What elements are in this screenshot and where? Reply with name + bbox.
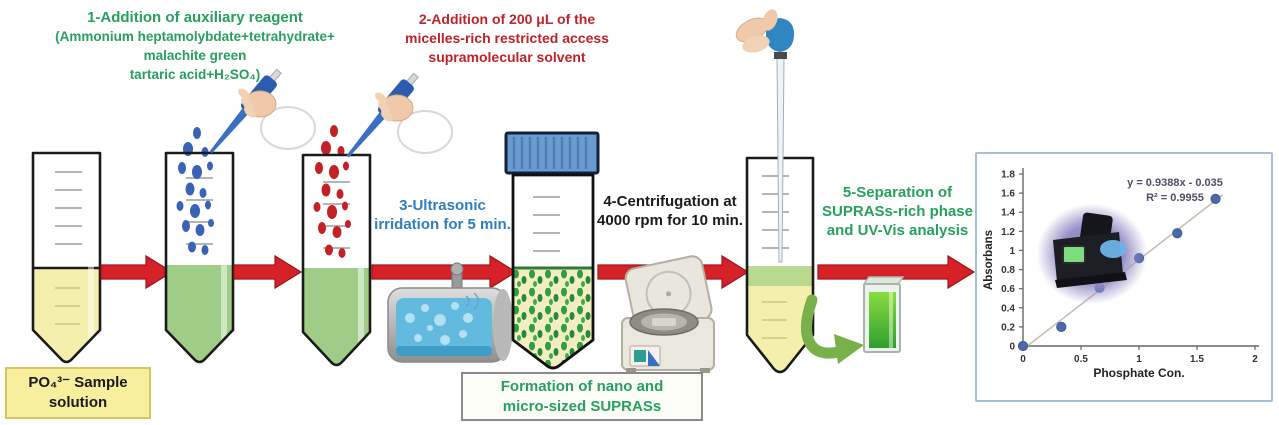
formation-box-line: Formation of nano and: [500, 377, 664, 395]
y-tick-label: 1.8: [1001, 170, 1015, 181]
y-tick-label: 0.2: [1001, 322, 1015, 333]
centrifuge: [621, 255, 715, 373]
data-point: [1017, 340, 1029, 352]
step3-label: 3-Ultrasonic irridation for 5 min.: [365, 196, 520, 234]
y-tick-label: 0: [1009, 342, 1015, 353]
step-label-line: 3-Ultrasonic: [399, 197, 486, 214]
step-label-line: and UV-Vis analysis: [826, 222, 969, 239]
step-label-line: 4-Centrifugation at: [603, 193, 737, 210]
step-label-line: supramolecular solvent: [428, 49, 586, 65]
spectrophotometer-photo: [1035, 202, 1149, 306]
step-label-line: micelles-rich restricted access: [405, 30, 609, 46]
y-tick-label: 0.6: [1001, 284, 1015, 295]
y-axis-label: Absorbans: [983, 229, 995, 291]
red-solvent-drops: [313, 125, 351, 258]
step5-label: 5-Separation of SUPRASs-rich phase and U…: [815, 183, 980, 240]
y-tick-label: 0.4: [1001, 303, 1015, 314]
chart-plot-area: 0 0.5 1 1.5 2 0 0.2 0.4 0.6 0.8 1 1.2 1.4 1.6 1.8: [1001, 168, 1259, 365]
data-point: [1172, 228, 1183, 239]
step-label-line: 5-Separation of: [842, 184, 953, 201]
calibration-chart: 0 0.5 1 1.5 2 0 0.2 0.4 0.6 0.8 1 1.2 1.4 1.6 1.8 y = …: [975, 152, 1273, 402]
flow-arrow-5: [817, 254, 976, 290]
x-tick-label: 1.5: [1190, 354, 1204, 365]
r-squared-text: R² = 0.9955: [1146, 192, 1204, 204]
y-tick-label: 1.6: [1001, 189, 1015, 200]
step-label-line: 4000 rpm for 10 min.: [597, 212, 743, 229]
step-label-line: SUPRASs-rich phase: [822, 203, 973, 220]
ultrasonic-bath: [387, 262, 513, 363]
equation-text: y = 0.9388x - 0.035: [1127, 177, 1223, 189]
data-point: [1210, 193, 1221, 204]
step-label-line: 2-Addition of 200 μL of the: [418, 11, 596, 27]
tube-supras-added: [301, 125, 372, 367]
flow-arrow-2: [233, 254, 303, 290]
step4-label: 4-Centrifugation at 4000 rpm for 10 min.: [590, 192, 750, 230]
step-label-line: irridation for 5 min.: [374, 216, 511, 233]
sample-box-line: PO₄³⁻ Sample: [28, 374, 128, 391]
y-tick-label: 1.4: [1001, 208, 1015, 219]
y-tick-label: 1.2: [1001, 227, 1015, 238]
step-label-line: malachite green: [143, 48, 247, 63]
y-tick-label: 0.8: [1001, 265, 1015, 276]
pasteur-pipette-icon: [776, 57, 785, 263]
step-label-line: 1-Addition of auxiliary reagent: [87, 9, 303, 26]
y-tick-label: 1: [1009, 246, 1015, 257]
step-label-line: tartaric acid+H₂SO₄): [129, 67, 261, 82]
flow-arrow-3: [371, 254, 518, 290]
trendline-equation: y = 0.9388x - 0.035 R² = 0.9955: [1085, 176, 1265, 206]
x-axis-label: Phosphate Con.: [1093, 366, 1185, 380]
formation-box: Formation of nano and micro-sized SUPRAS…: [461, 372, 703, 421]
supras-rich-phase-band: [747, 266, 813, 286]
data-point: [1056, 321, 1067, 332]
x-tick-label: 0: [1020, 354, 1026, 365]
tube-suprass-formed: [504, 131, 600, 370]
step1-label: 1-Addition of auxiliary reagent (Ammoniu…: [25, 8, 365, 84]
cuvette: [862, 276, 905, 353]
flow-arrow-1: [100, 254, 174, 290]
dropper-hand: [735, 9, 795, 263]
tube-auxiliary-reagent: [164, 127, 235, 364]
step-label-line: (Ammonium heptamolybdate+tetrahydrate+: [55, 29, 335, 44]
tube-cap: [504, 131, 600, 175]
x-tick-label: 2: [1252, 354, 1258, 365]
formation-box-line: micro-sized SUPRASs: [502, 397, 662, 415]
sample-solution-box: PO₄³⁻ Sample solution: [5, 367, 151, 419]
x-tick-label: 1: [1136, 354, 1142, 365]
transfer-arrow: [801, 294, 864, 364]
x-tick-label: 0.5: [1074, 354, 1088, 365]
step2-label: 2-Addition of 200 μL of the micelles-ric…: [382, 10, 632, 67]
tube-sample: [31, 151, 102, 364]
blue-reagent-drops: [176, 127, 214, 255]
sample-box-line: solution: [48, 394, 108, 411]
